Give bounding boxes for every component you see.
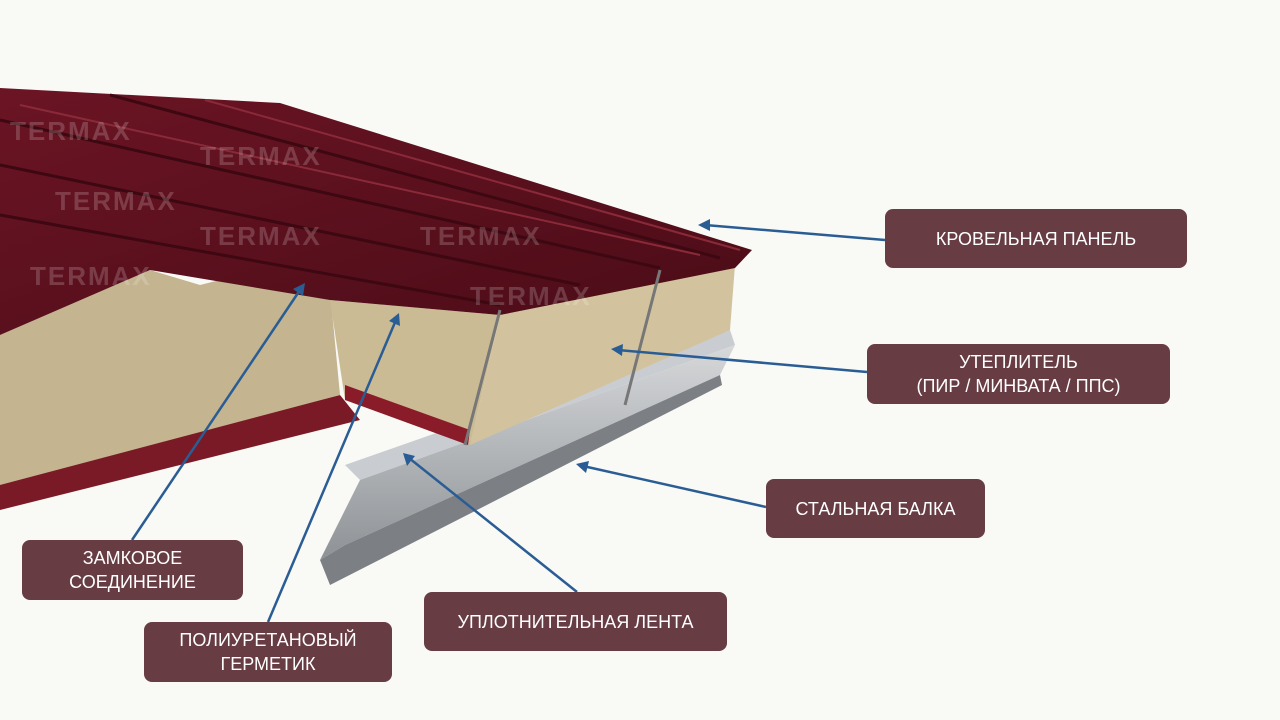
roof-surface	[0, 88, 752, 335]
insulation-left	[0, 270, 340, 485]
lower-sheet-left	[0, 395, 360, 510]
watermark: TERMAX TERMAX TERMAX TERMAX TERMAX TERMA…	[10, 116, 592, 311]
fasteners	[463, 269, 662, 446]
svg-text:TERMAX: TERMAX	[55, 186, 177, 216]
leader-lines	[130, 219, 886, 623]
label-steel-beam: СТАЛЬНАЯ БАЛКА	[766, 479, 985, 538]
svg-text:TERMAX: TERMAX	[200, 141, 322, 171]
svg-text:TERMAX: TERMAX	[470, 281, 592, 311]
label-insulation: УТЕПЛИТЕЛЬ (ПИР / МИНВАТА / ППС)	[867, 344, 1170, 404]
insulation-side	[470, 265, 735, 445]
label-pu-sealant: ПОЛИУРЕТАНОВЫЙ ГЕРМЕТИК	[144, 622, 392, 682]
seal-strip	[345, 385, 470, 445]
label-lock-joint: ЗАМКОВОЕ СОЕДИНЕНИЕ	[22, 540, 243, 600]
svg-text:TERMAX: TERMAX	[10, 116, 132, 146]
svg-text:TERMAX: TERMAX	[30, 261, 152, 291]
svg-text:TERMAX: TERMAX	[420, 221, 542, 251]
svg-text:TERMAX: TERMAX	[200, 221, 322, 251]
label-roof-panel: КРОВЕЛЬНАЯ ПАНЕЛЬ	[885, 209, 1187, 268]
label-sealing-tape: УПЛОТНИТЕЛЬНАЯ ЛЕНТА	[424, 592, 727, 651]
